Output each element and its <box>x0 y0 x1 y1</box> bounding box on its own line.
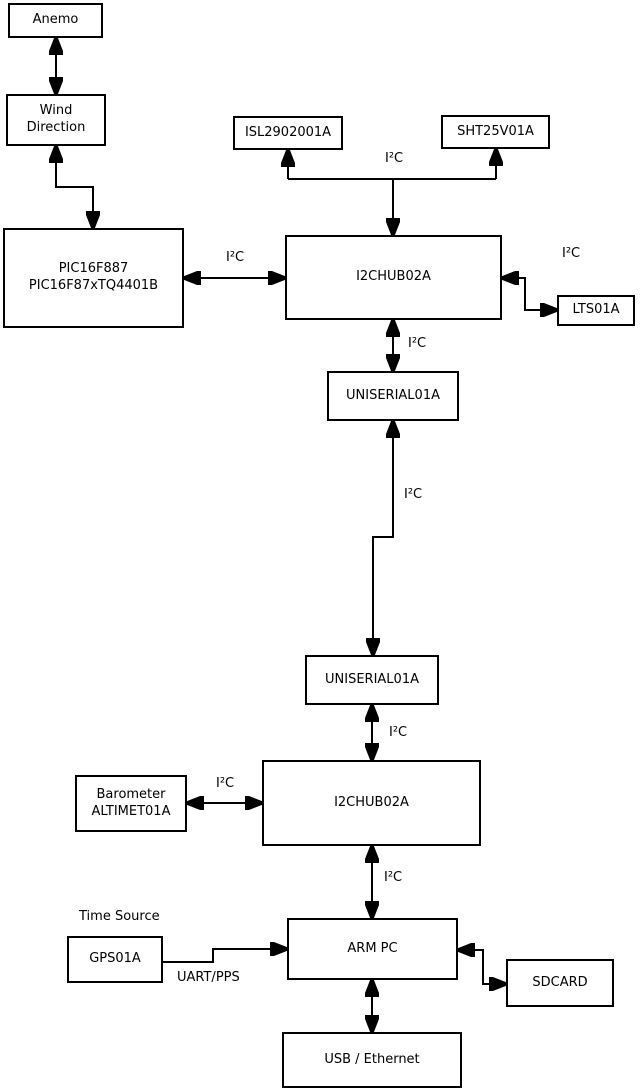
edge-label-uart-pps: UART/PPS <box>177 970 240 985</box>
node-isl2902001a: ISL2902001A <box>233 116 343 150</box>
node-barometer-altimet01a: Barometer ALTIMET01A <box>75 775 187 832</box>
node-pic-label-line2: PIC16F87xTQ4401B <box>28 278 159 293</box>
node-hub1-label: I2CHUB02A <box>356 269 431 285</box>
node-lts-label: LTS01A <box>572 302 620 318</box>
edge-gps-armpc <box>163 949 287 963</box>
edge-label-i2c-bus-top: I²C <box>385 151 404 166</box>
node-uniserial01a-2: UNISERIAL01A <box>305 655 439 705</box>
node-i2chub02a-2: I2CHUB02A <box>262 760 481 846</box>
node-lts01a: LTS01A <box>557 295 635 326</box>
edge-label-time-source: Time Source <box>79 909 160 924</box>
node-armpc-label: ARM PC <box>347 940 398 956</box>
node-uniserial1-label: UNISERIAL01A <box>346 387 440 403</box>
node-sht25v01a: SHT25V01A <box>441 115 550 149</box>
node-barometer-label-line2: ALTIMET01A <box>91 803 171 819</box>
edge-armpc-sdcard <box>458 950 506 984</box>
node-sdcard-label: SDCARD <box>532 974 588 990</box>
node-gps-label: GPS01A <box>89 951 141 967</box>
node-uniserial01a-1: UNISERIAL01A <box>327 371 459 421</box>
node-gps01a: GPS01A <box>67 936 163 983</box>
edge-label-i2c-hub1-uniserial1: I²C <box>408 336 427 351</box>
node-uniserial2-label: UNISERIAL01A <box>325 671 419 687</box>
edge-label-i2c-barometer-hub2: I²C <box>216 776 235 791</box>
node-isl-label: ISL2902001A <box>244 124 332 140</box>
node-hub2-label: I2CHUB02A <box>334 794 409 810</box>
node-sdcard: SDCARD <box>506 959 614 1007</box>
node-arm-pc: ARM PC <box>287 918 458 980</box>
node-usb-ethernet: USB / Ethernet <box>282 1032 462 1088</box>
edge-label-i2c-uniserial2-hub2: I²C <box>389 725 408 740</box>
edge-label-i2c-uniserial1-uniserial2: I²C <box>404 487 423 502</box>
node-i2chub02a-1: I2CHUB02A <box>285 235 502 320</box>
node-wind-direction: Wind Direction <box>6 94 106 146</box>
node-barometer-label-line1: Barometer <box>96 786 166 802</box>
node-pic16f887: PIC16F887 PIC16F87xTQ4401B <box>3 228 184 328</box>
node-wind-label-line1: Wind <box>39 103 73 119</box>
node-pic-label-line1: PIC16F887 <box>58 261 129 277</box>
node-usb-label: USB / Ethernet <box>324 1051 420 1067</box>
node-anemo: Anemo <box>8 3 103 38</box>
edge-label-i2c-hub1-lts: I²C <box>562 246 581 261</box>
edge-label-i2c-pic-hub1: I²C <box>226 250 245 265</box>
edge-wind-pic <box>56 146 93 228</box>
edge-hub1-lts <box>502 278 557 310</box>
node-anemo-label: Anemo <box>32 12 79 28</box>
edge-uniserial1-uniserial2 <box>373 421 393 655</box>
edge-label-i2c-hub2-armpc: I²C <box>384 870 403 885</box>
node-wind-label-line2: Direction <box>26 120 86 135</box>
node-sht-label: SHT25V01A <box>457 123 534 139</box>
